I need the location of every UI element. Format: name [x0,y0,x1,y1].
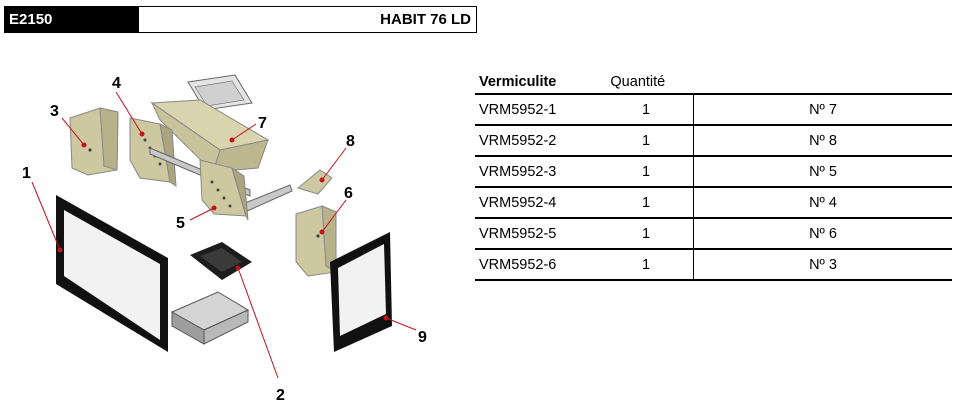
label-6: 6 [344,185,353,202]
part-8-deflector [296,169,333,195]
table-header-row: Vermiculite Quantité [475,70,952,94]
label-3: 3 [50,103,59,120]
quantity-cell: 1 [599,248,694,281]
part-2-ash-tray [170,291,250,345]
part-ref-cell: VRM5952-5 [475,217,599,249]
quantity-cell: 1 [599,155,694,187]
leader-lines [31,91,417,379]
header-bar: E2150 HABIT 76 LD [4,6,477,33]
col-qty-label: Quantité [610,73,666,90]
part-ref-cell: VRM5952-4 [475,186,599,218]
part-9-door-glass [330,232,392,352]
product-code: E2150 [5,7,139,32]
model-name: HABIT 76 LD [380,11,471,28]
position-cell: Nº 5 [693,155,952,187]
exploded-parts-diagram: 1 2 3 4 5 6 7 8 9 [22,74,427,404]
part-ref-cell: VRM5952-6 [475,248,599,281]
part-ref-cell: VRM5952-2 [475,124,599,156]
quantity-cell: 1 [599,217,694,249]
position-cell: Nº 8 [693,124,952,156]
header-cell-ref: Vermiculite Quantité [475,70,694,94]
part-3-left-panel [69,107,119,176]
position-cell: Nº 3 [693,248,952,281]
label-1: 1 [22,165,31,182]
header-cell-pos [694,70,953,94]
label-5: 5 [176,215,185,232]
position-cell: Nº 7 [693,93,952,125]
label-9: 9 [418,329,427,346]
label-8: 8 [346,133,355,150]
quantity-cell: 1 [599,93,694,125]
label-4: 4 [112,75,121,92]
part-1-door-glass [56,195,168,352]
label-2: 2 [276,387,285,404]
col-ref-label: Vermiculite [479,73,557,90]
quantity-cell: 1 [599,186,694,218]
part-ref-cell: VRM5952-1 [475,93,599,125]
part-5-back-panel [199,159,249,221]
quantity-cell: 1 [599,124,694,156]
part-6-right-panel [295,205,337,277]
part-ref-cell: VRM5952-3 [475,155,599,187]
position-cell: Nº 4 [693,186,952,218]
part-grate [190,242,252,280]
position-cell: Nº 6 [693,217,952,249]
label-7: 7 [258,115,267,132]
